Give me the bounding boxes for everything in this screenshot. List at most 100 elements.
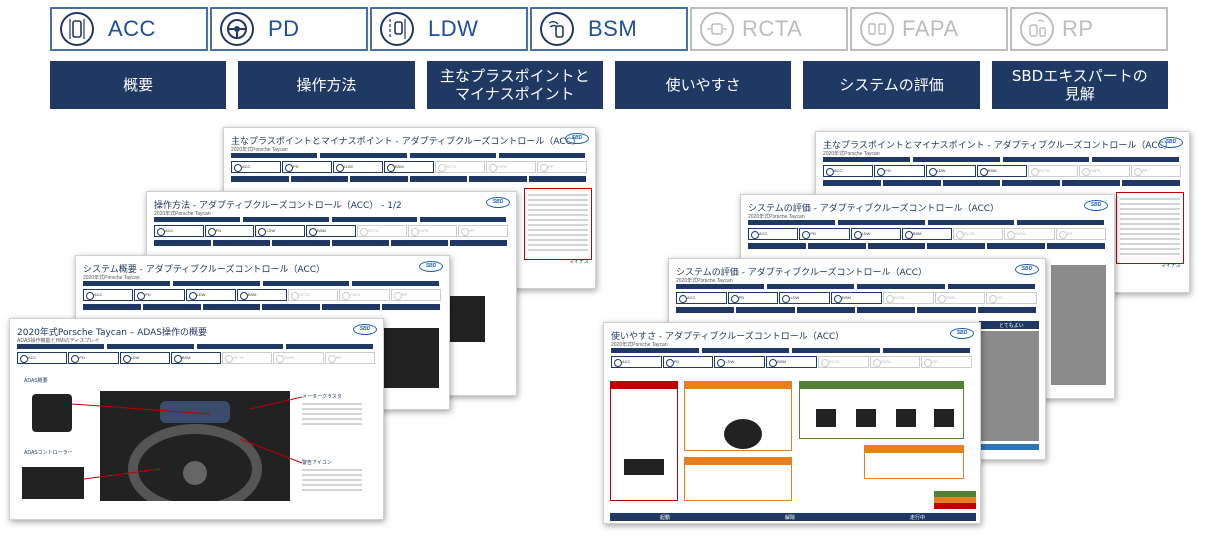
- slide-title: 使いやすさ - アダプティブクルーズコントロール（ACC）: [611, 332, 845, 342]
- slide-title: 2020年式Porsche Taycan – ADAS操作の概要: [17, 328, 207, 338]
- section-button-strip: 概要 操作方法 主なプラスポイントと マイナスポイント 使いやすさ システムの評…: [50, 61, 1168, 109]
- slide-section-row: [676, 307, 1038, 313]
- feature-label: PD: [268, 16, 300, 41]
- section-label: 使いやすさ: [665, 76, 741, 94]
- slide-tab-bar: [823, 157, 1182, 162]
- slide-title: システム概要 - アダプティブクルーズコントロール（ACC）: [83, 265, 326, 275]
- rating-column: [979, 331, 1039, 441]
- screen-photo: [624, 459, 664, 475]
- adas-overview-label: ADAS概要: [24, 378, 48, 384]
- slide-tab-bar: [231, 153, 588, 158]
- rating-column: [1051, 265, 1106, 385]
- feature-tab-ldw[interactable]: LDW: [370, 7, 528, 51]
- sbd-logo: SBD: [950, 328, 974, 339]
- green-callout-box: [799, 381, 964, 439]
- slide-tab-bar: [17, 344, 376, 349]
- icon-photo-4: [934, 409, 954, 427]
- orange-callout-box: [684, 381, 792, 451]
- slide-tab-bar: [611, 348, 973, 353]
- flow-bar: 起動 解除 走行中: [610, 513, 976, 521]
- slide-subtitle: 2020年式Porsche Taycan: [231, 147, 288, 153]
- slide-section-row: [231, 176, 588, 182]
- blind-spot-icon: [540, 12, 574, 46]
- section-label: システムの評価: [839, 76, 944, 94]
- feature-label: RP: [1062, 16, 1094, 41]
- slide-tab-bar: [676, 284, 1038, 289]
- slide-subtitle: 2020年式Porsche Taycan: [748, 214, 805, 220]
- slide-subtitle: 2020年式Porsche Taycan: [676, 278, 733, 284]
- section-usability-button[interactable]: 使いやすさ: [614, 61, 792, 109]
- orange-callout-box: [684, 457, 792, 501]
- slide-subtitle: 2020年式Porsche Taycan: [823, 151, 880, 157]
- sbd-logo: SBD: [565, 133, 589, 144]
- section-label: 主なプラスポイントと マイナスポイント: [439, 67, 590, 103]
- icon-photo-1: [816, 409, 836, 427]
- section-label: SBDエキスパートの 見解: [1011, 67, 1148, 103]
- slide-thumbnail-adas-overview[interactable]: 2020年式Porsche Taycan – ADAS操作の概要 ADAS操作機…: [9, 318, 384, 520]
- slide-tab-bar: [154, 217, 509, 222]
- slide-tab-bar: [748, 220, 1107, 225]
- interior-photo: [381, 328, 439, 388]
- feature-label: FAPA: [902, 16, 959, 41]
- feature-label: ACC: [108, 16, 156, 41]
- section-evaluation-button[interactable]: システムの評価: [803, 61, 980, 109]
- slide-thumbnail-usability[interactable]: 使いやすさ - アダプティブクルーズコントロール（ACC） 2020年式Pors…: [603, 322, 981, 524]
- minus-label: マイナス: [1161, 263, 1181, 269]
- remote-parking-icon: [1020, 12, 1054, 46]
- flow-label-driving: 走行中: [910, 515, 926, 521]
- warning-icon-label: 警告アイコン: [302, 460, 332, 466]
- legend-swatches: [934, 491, 976, 511]
- feature-label: RCTA: [742, 16, 803, 41]
- feature-tab-bsm[interactable]: BSM: [530, 7, 688, 51]
- slide-section-row: [154, 240, 509, 246]
- flow-label-start: 起動: [660, 515, 671, 521]
- rear-cross-traffic-icon: [700, 12, 734, 46]
- adas-controller-photo: [22, 467, 84, 499]
- sbd-logo: SBD: [1015, 264, 1039, 275]
- slide-title: 主なプラスポイントとマイナスポイント - アダプティブクルーズコントロール（AC…: [823, 141, 1173, 151]
- icon-photo-2: [856, 409, 876, 427]
- feature-tab-rcta[interactable]: RCTA: [690, 7, 848, 51]
- section-pros-cons-button[interactable]: 主なプラスポイントと マイナスポイント: [426, 61, 603, 109]
- slide-section-row: [748, 243, 1107, 249]
- steering-wheel-icon: [220, 12, 254, 46]
- feature-tab-strip: ACC PD LDW BSM RCTA FAPA RP: [50, 7, 1168, 51]
- feature-label: LDW: [428, 16, 479, 41]
- adas-screen-photo: [32, 394, 72, 432]
- sbd-logo: SBD: [1084, 200, 1108, 211]
- sbd-logo: SBD: [1159, 137, 1183, 148]
- feature-tab-fapa[interactable]: FAPA: [850, 7, 1008, 51]
- slide-subtitle: ADAS操作機能とHMIのディスプレイ: [17, 338, 100, 344]
- parking-assist-icon: [860, 12, 894, 46]
- flow-label-cancel: 解除: [785, 515, 796, 521]
- section-label: 操作方法: [296, 76, 357, 94]
- lane-departure-icon: [380, 12, 414, 46]
- section-overview-button[interactable]: 概要: [50, 61, 227, 109]
- feature-tab-acc[interactable]: ACC: [50, 7, 208, 51]
- minus-points-box: [1116, 192, 1184, 264]
- feature-tab-rp[interactable]: RP: [1010, 7, 1168, 51]
- slide-section-row: [823, 180, 1182, 186]
- slide-section-row: [83, 304, 442, 310]
- icon-photo-3: [896, 409, 916, 427]
- cluster-photo: [724, 419, 762, 449]
- meter-cluster-label: メータークラスタ: [302, 394, 342, 400]
- red-callout-box: [610, 381, 678, 501]
- section-operation-button[interactable]: 操作方法: [238, 61, 415, 109]
- acc-car-icon: [60, 12, 94, 46]
- section-expert-view-button[interactable]: SBDエキスパートの 見解: [991, 61, 1168, 109]
- slide-tab-bar: [83, 281, 442, 286]
- slide-subtitle: 2020年式Porsche Taycan: [611, 342, 668, 348]
- sbd-logo: SBD: [419, 261, 443, 272]
- minus-points-box: [524, 188, 592, 260]
- slide-title: システムの評価 - アダプティブクルーズコントロール（ACC）: [748, 204, 1000, 214]
- orange-callout-box: [864, 445, 964, 479]
- feature-tab-pd[interactable]: PD: [210, 7, 368, 51]
- minus-label: マイナス: [569, 259, 589, 265]
- blurred-text: [302, 403, 362, 425]
